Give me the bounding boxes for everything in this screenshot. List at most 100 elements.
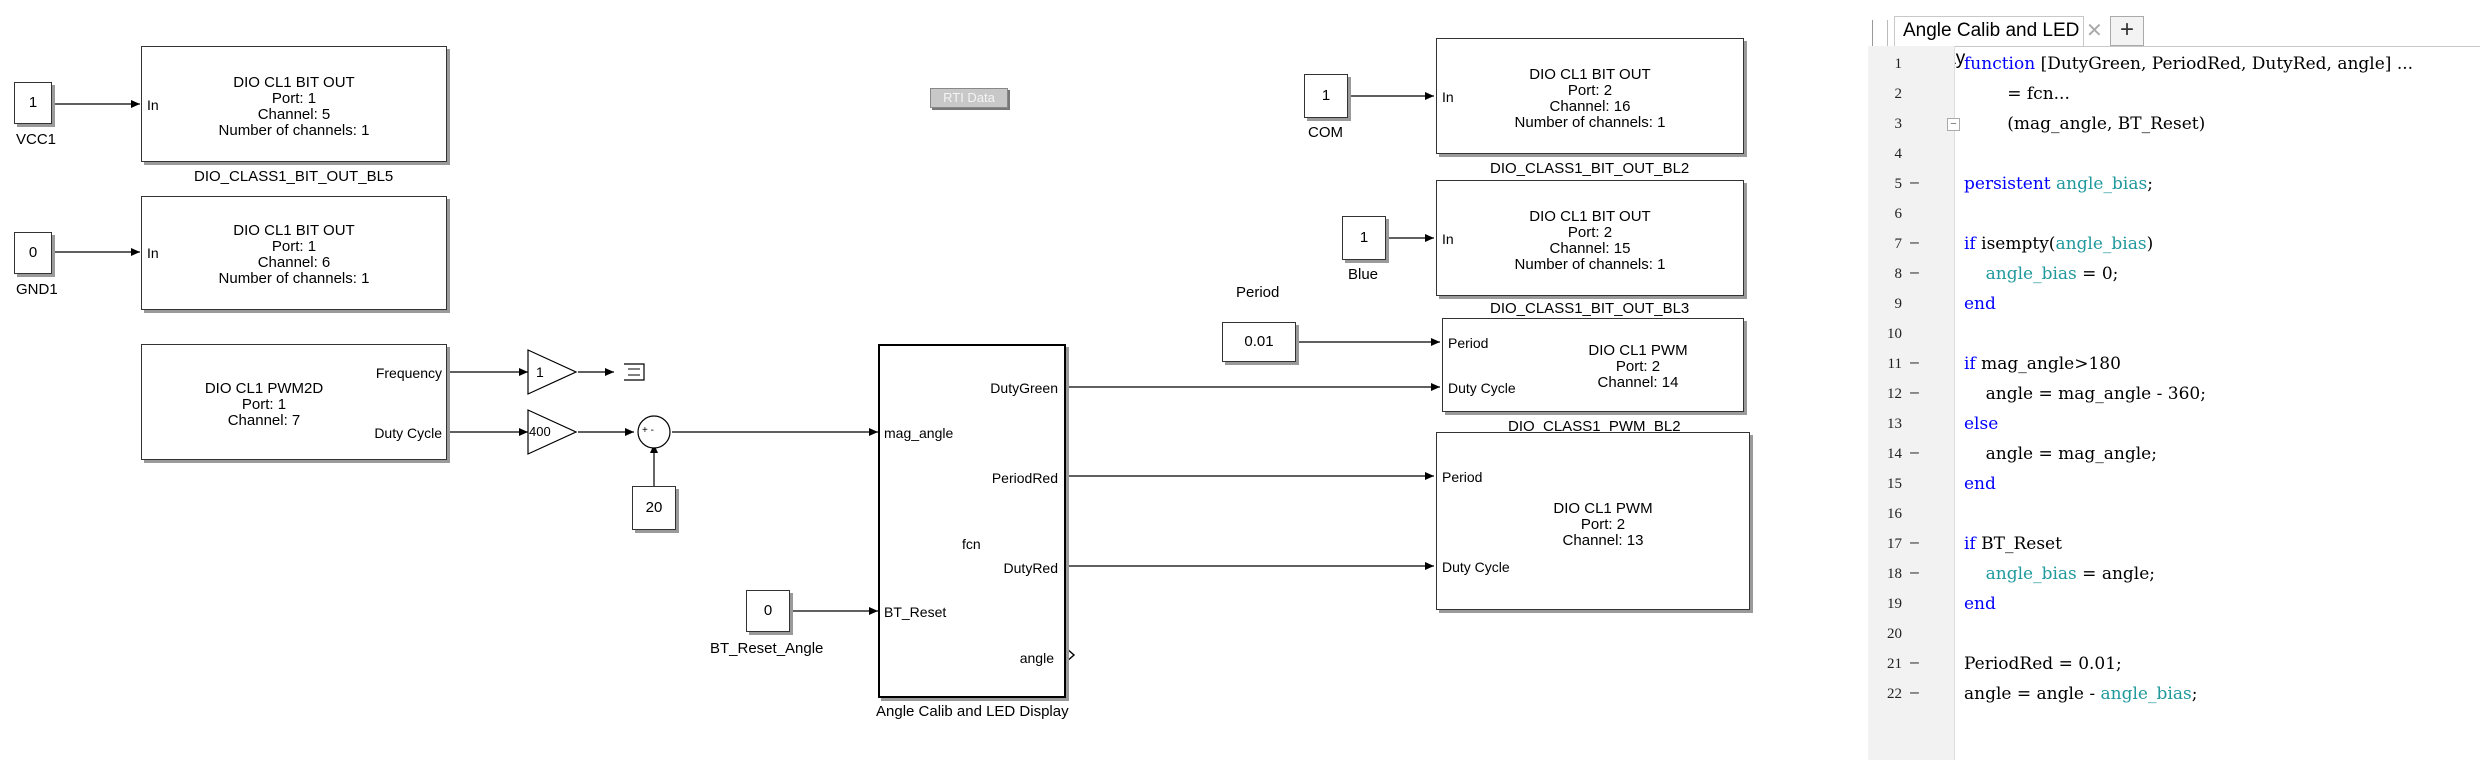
- block-title: DIO CL1 BIT OUT: [1529, 66, 1651, 83]
- code-line[interactable]: 18– angle_bias = angle;: [1868, 560, 2480, 590]
- constant-blue[interactable]: 1: [1342, 216, 1386, 260]
- line-number: 9: [1894, 296, 1903, 312]
- constant-com[interactable]: 1: [1304, 74, 1348, 118]
- line-number: 7: [1894, 236, 1903, 252]
- line-number: 10: [1887, 326, 1902, 342]
- breakpoint-marker[interactable]: –: [1910, 264, 1919, 281]
- gutter-divider: [1954, 46, 1955, 760]
- code-text: angle = angle - angle_bias;: [1964, 684, 2198, 704]
- outport-frequency: Frequency: [375, 365, 442, 381]
- inport-period: Period: [1442, 469, 1483, 485]
- code-line[interactable]: 2 = fcn...: [1868, 80, 2480, 110]
- code-text: angle_bias = 0;: [1964, 264, 2119, 284]
- code-line[interactable]: 5– persistent angle_bias;: [1868, 170, 2480, 200]
- breakpoint-marker[interactable]: –: [1910, 684, 1919, 701]
- constant-blue-name: Blue: [1348, 266, 1379, 283]
- code-line[interactable]: 19 end: [1868, 590, 2480, 620]
- code-text: end: [1964, 594, 1996, 614]
- line-number: 14: [1887, 446, 1902, 462]
- code-line[interactable]: 10: [1868, 320, 2480, 350]
- line-number: 3: [1894, 116, 1903, 132]
- angle-outport-icon: [1065, 647, 1076, 663]
- code-editor[interactable]: Angle Calib and LED Display ✕ + 1functio…: [1868, 0, 2480, 760]
- block-bl5-name: DIO_CLASS1_BIT_OUT_BL5: [194, 168, 394, 185]
- code-text: function [DutyGreen, PeriodRed, DutyRed,…: [1964, 54, 2414, 74]
- code-line[interactable]: 20: [1868, 620, 2480, 650]
- code-line[interactable]: 6: [1868, 200, 2480, 230]
- gain-1-value: 1: [536, 364, 544, 380]
- line-number: 5: [1894, 176, 1903, 192]
- code-line[interactable]: 3− (mag_angle, BT_Reset): [1868, 110, 2480, 140]
- close-icon[interactable]: ✕: [2086, 20, 2103, 42]
- constant-com-name: COM: [1308, 124, 1343, 141]
- constant-bt-reset[interactable]: 0: [746, 590, 790, 632]
- line-number: 6: [1894, 206, 1903, 222]
- line-number: 19: [1887, 596, 1902, 612]
- block-title: DIO CL1 PWM: [1553, 500, 1653, 517]
- code-line[interactable]: 22–angle = angle - angle_bias;: [1868, 680, 2480, 710]
- block-bit-out-bl5[interactable]: In DIO CL1 BIT OUT Port: 1 Channel: 5 Nu…: [141, 46, 447, 162]
- block-pwm2d[interactable]: DIO CL1 PWM2D Port: 1 Channel: 7 Frequen…: [141, 344, 447, 460]
- code-line[interactable]: 16: [1868, 500, 2480, 530]
- code-line[interactable]: 11–if mag_angle>180: [1868, 350, 2480, 380]
- inport-mag-angle: mag_angle: [884, 425, 954, 441]
- block-port: Port: 1: [241, 396, 287, 413]
- breakpoint-marker[interactable]: –: [1910, 354, 1919, 371]
- line-number-gutter: [1868, 46, 1954, 760]
- code-line[interactable]: 4: [1868, 140, 2480, 170]
- gain-1-triangle: [527, 349, 578, 395]
- simulink-canvas[interactable]: 1 VCC1 0 GND1 1 COM 1 Blue Period 0.01 2…: [0, 0, 1865, 760]
- breakpoint-marker[interactable]: –: [1910, 654, 1919, 671]
- inport-duty-cycle: Duty Cycle: [1442, 559, 1510, 575]
- fold-icon[interactable]: −: [1947, 118, 1960, 131]
- block-matlab-function[interactable]: mag_angle BT_Reset DutyGreen PeriodRed D…: [878, 344, 1066, 698]
- code-text: if BT_Reset: [1964, 534, 2062, 554]
- block-pwm-bl2[interactable]: Period Duty Cycle DIO CL1 PWM Port: 2 Ch…: [1442, 318, 1744, 412]
- block-bit-out-bl3[interactable]: In DIO CL1 BIT OUT Port: 2 Channel: 15 N…: [1436, 180, 1744, 296]
- tab-angle-calib[interactable]: Angle Calib and LED Display: [1894, 16, 2084, 69]
- constant-period[interactable]: 0.01: [1222, 322, 1296, 362]
- code-line[interactable]: 12– angle = mag_angle - 360;: [1868, 380, 2480, 410]
- breakpoint-marker[interactable]: –: [1910, 234, 1919, 251]
- block-bit-out-bl2[interactable]: In DIO CL1 BIT OUT Port: 2 Channel: 16 N…: [1436, 38, 1744, 154]
- constant-gnd1[interactable]: 0: [14, 232, 52, 274]
- code-text: = fcn...: [1964, 84, 2070, 104]
- gain-400-triangle: [527, 409, 578, 455]
- breakpoint-marker[interactable]: –: [1910, 444, 1919, 461]
- code-line[interactable]: 7– if isempty(angle_bias): [1868, 230, 2480, 260]
- code-line[interactable]: 14– angle = mag_angle;: [1868, 440, 2480, 470]
- constant-bt-reset-name: BT_Reset_Angle: [710, 640, 824, 657]
- block-title: DIO CL1 BIT OUT: [233, 222, 355, 239]
- code-line[interactable]: 17–if BT_Reset: [1868, 530, 2480, 560]
- breakpoint-marker[interactable]: –: [1910, 564, 1919, 581]
- outport-periodred: PeriodRed: [991, 470, 1058, 486]
- line-number: 2: [1894, 86, 1903, 102]
- code-text: persistent angle_bias;: [1964, 174, 2153, 194]
- add-tab-button[interactable]: +: [2110, 16, 2144, 46]
- code-text: if isempty(angle_bias): [1964, 234, 2154, 254]
- rti-data-block[interactable]: RTI Data: [930, 88, 1008, 108]
- constant-vcc1[interactable]: 1: [14, 82, 52, 124]
- breakpoint-marker[interactable]: –: [1910, 384, 1919, 401]
- block-port: Port: 2: [1615, 358, 1661, 375]
- code-line[interactable]: 21–PeriodRed = 0.01;: [1868, 650, 2480, 680]
- inport-in: In: [147, 245, 159, 261]
- block-pwm-13[interactable]: Period Duty Cycle DIO CL1 PWM Port: 2 Ch…: [1436, 432, 1750, 610]
- breakpoint-marker[interactable]: –: [1910, 534, 1919, 551]
- inport-bt-reset: BT_Reset: [884, 604, 947, 620]
- code-text: PeriodRed = 0.01;: [1964, 654, 2122, 674]
- breakpoint-marker[interactable]: –: [1910, 174, 1919, 191]
- block-channel: Channel: 16: [1549, 98, 1631, 115]
- tab-scroll-edge[interactable]: [1872, 20, 1888, 46]
- constant-bias-20[interactable]: 20: [632, 486, 676, 530]
- inport-in: In: [1442, 89, 1454, 105]
- block-bit-out-bl6[interactable]: In DIO CL1 BIT OUT Port: 1 Channel: 6 Nu…: [141, 196, 447, 310]
- code-line[interactable]: 8– angle_bias = 0;: [1868, 260, 2480, 290]
- code-text: if mag_angle>180: [1964, 354, 2121, 374]
- code-text: angle = mag_angle - 360;: [1964, 384, 2206, 404]
- block-port: Port: 1: [271, 90, 317, 107]
